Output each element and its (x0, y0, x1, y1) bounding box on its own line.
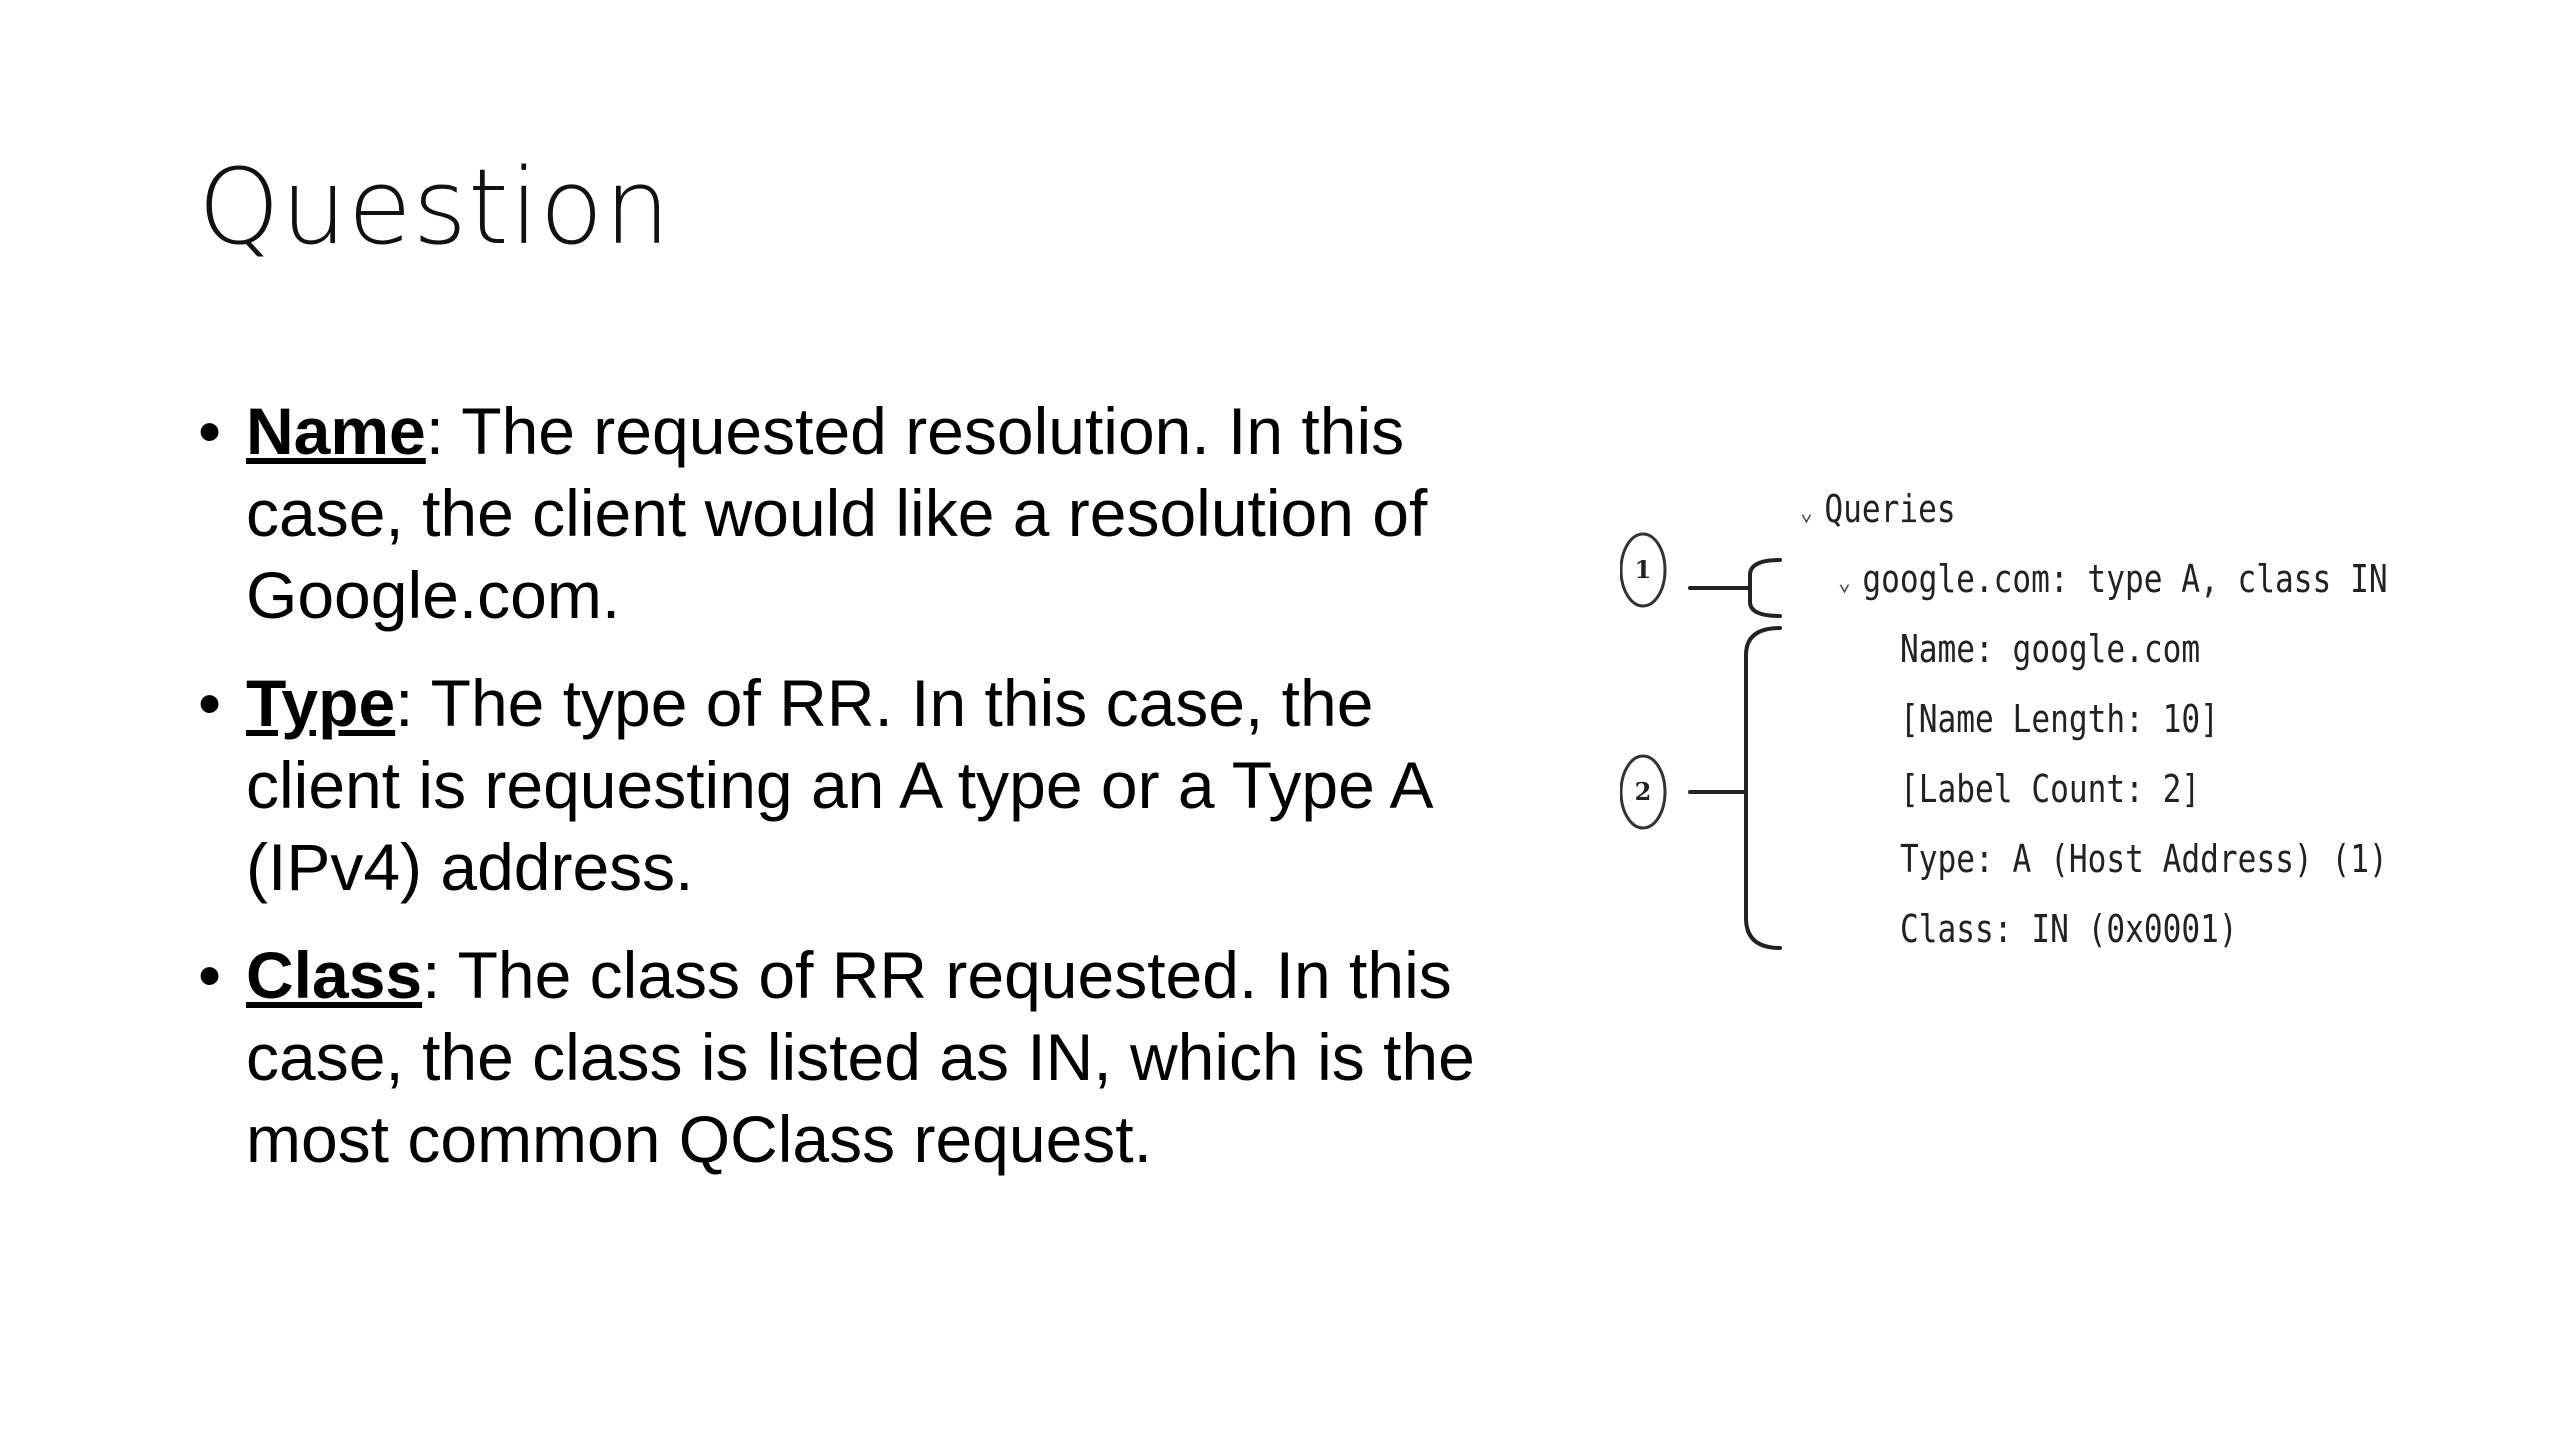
tree-entry-label: google.com: type A, class IN (1862, 557, 2388, 601)
chevron-down-icon: ⌄ (1800, 496, 1813, 527)
brace-1 (1688, 558, 1782, 618)
tree-root: ⌄ Queries (1800, 486, 1956, 535)
slide-title: Question (198, 146, 672, 268)
dns-query-figure: 1 2 ⌄ Queries ⌄ google.com: type A, class … (1620, 480, 2420, 1000)
bullet-dot-icon: • (198, 666, 222, 740)
bullet-text: : The type of RR. In this case, the clie… (246, 666, 1430, 904)
bullet-term: Name (246, 394, 426, 468)
bullet-item-name: • Name: The requested resolution. In thi… (198, 390, 1538, 636)
bullet-term: Type (246, 666, 396, 740)
marker-circle-2 (1620, 754, 1667, 830)
bullet-text: : The requested resolution. In this case… (246, 394, 1428, 632)
bullet-term: Class (246, 938, 423, 1012)
tree-entry: ⌄ google.com: type A, class IN (1838, 556, 2388, 605)
figure-annotations (1620, 532, 1782, 950)
brace-2 (1688, 626, 1782, 950)
bullet-dot-icon: • (198, 938, 222, 1012)
bullet-item-type: • Type: The type of RR. In this case, th… (198, 662, 1538, 908)
tree-field: Class: IN (0x0001) (1900, 907, 2238, 951)
bullet-text: : The class of RR requested. In this cas… (246, 938, 1475, 1176)
bullet-list: • Name: The requested resolution. In thi… (198, 390, 1538, 1206)
marker-label-2: 2 (1634, 777, 1652, 806)
tree-field: [Name Length: 10] (1900, 697, 2219, 741)
tree-field: Name: google.com (1900, 627, 2201, 671)
tree-root-label: Queries (1824, 487, 1956, 531)
bullet-item-class: • Class: The class of RR requested. In t… (198, 934, 1538, 1180)
bullet-dot-icon: • (198, 394, 222, 468)
tree-field: [Label Count: 2] (1900, 767, 2201, 811)
chevron-down-icon: ⌄ (1838, 566, 1851, 597)
tree-field: Type: A (Host Address) (1) (1900, 837, 2388, 881)
marker-label-1: 1 (1634, 555, 1652, 584)
marker-circle-1 (1620, 532, 1667, 608)
